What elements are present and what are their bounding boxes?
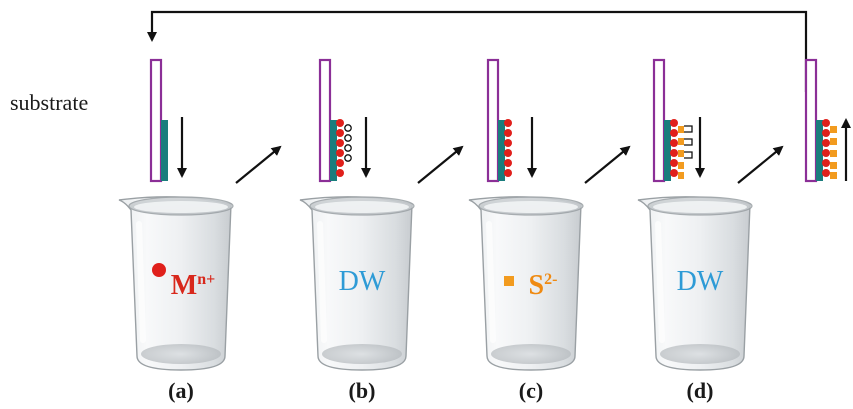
beaker-2-label: DW [339,266,386,297]
anion-layer [830,126,837,179]
loose-ions [684,125,693,159]
substrate-stage-4 [652,58,705,183]
anion-marker [504,276,514,286]
beaker-3: S2- [468,196,584,371]
beaker-1: Mn+ [118,196,234,371]
beaker-2: DW [299,196,415,371]
transfer-arrow-1 [235,145,282,184]
substrate-stage-3 [486,58,537,183]
beaker-3-label: S2- [529,270,558,301]
cation-layer [822,119,830,177]
step-label-4: (d) [687,378,714,403]
beakers: Mn+ (a) DW (b) S2- (c) DW (d) [118,196,753,403]
cation-layer [504,119,512,177]
cation-layer [670,119,678,177]
substrate-stage-1 [149,58,187,183]
step-label-2: (b) [349,378,376,403]
anion-layer [678,126,684,179]
cation-marker [152,263,166,277]
step-label-3: (c) [519,378,543,403]
beaker-1-label: Mn+ [171,270,215,301]
transfer-arrow-2 [417,145,464,184]
substrate-label: substrate [10,90,88,115]
transfer-arrow-3 [584,145,631,184]
cation-layer [336,119,344,177]
loose-ions [344,124,352,162]
step-label-1: (a) [168,378,194,403]
transfer-arrow-4 [737,145,784,184]
substrate-stage-2 [318,58,371,183]
cycle-return-arrow [147,10,808,92]
beaker-4: DW [637,196,753,371]
beaker-4-label: DW [677,266,724,297]
substrate-stage-5 [804,58,851,183]
